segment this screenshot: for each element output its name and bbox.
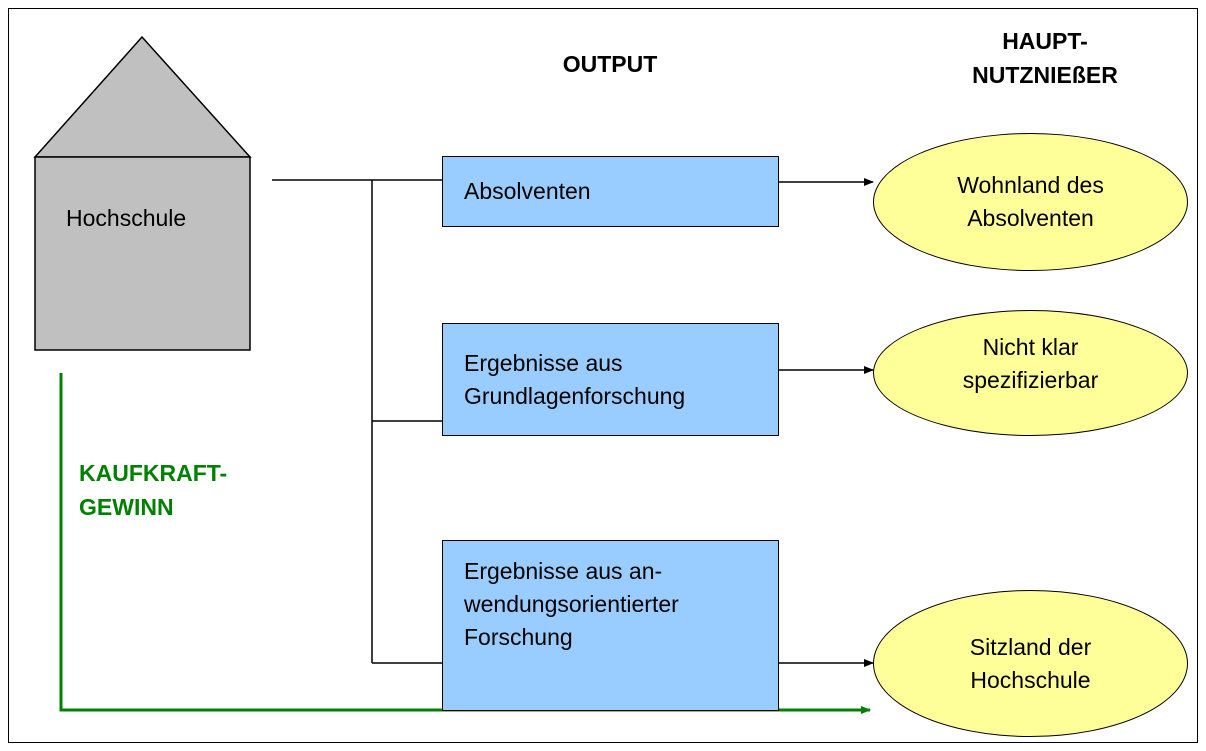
ellipse-line: Wohnland des	[957, 172, 1104, 198]
kaufkraft-line2: GEWINN	[79, 494, 174, 520]
output-box-line: Absolventen	[464, 178, 591, 204]
output-box-line: wendungsorientierter	[464, 591, 679, 617]
output-header-text: OUTPUT	[562, 51, 658, 77]
output-box-line: Ergebnisse aus an-	[464, 558, 663, 584]
output-header: OUTPUT	[520, 47, 700, 81]
output-box-line: Ergebnisse aus	[464, 349, 623, 376]
beneficiary-unspecified: Nicht klar spezifizierbar	[873, 310, 1188, 436]
beneficiary-university-country: Sitzland der Hochschule	[873, 590, 1188, 737]
ellipse-line: Hochschule	[970, 666, 1091, 693]
output-box-applied-research: Ergebnisse aus an- wendungsorientierter …	[442, 540, 779, 711]
kaufkraft-line1: KAUFKRAFT-	[79, 460, 228, 486]
ellipse-line: Nicht klar	[982, 334, 1079, 360]
output-box-line: Forschung	[464, 624, 573, 650]
ellipse-line: Absolventen	[967, 205, 1094, 231]
beneficiary-header-line2: NUTZNIEßER	[972, 62, 1118, 88]
house-roof	[33, 35, 252, 158]
output-box-graduates: Absolventen	[442, 156, 779, 227]
output-box-line: Grundlagenforschung	[464, 382, 686, 409]
house-body	[34, 156, 251, 351]
ellipse-line: spezifizierbar	[962, 367, 1099, 393]
ellipse-line: Sitzland der	[969, 633, 1092, 660]
beneficiary-header-line1: HAUPT-	[1002, 28, 1088, 54]
beneficiary-header: HAUPT- NUTZNIEßER	[930, 24, 1160, 92]
kaufkraft-label: KAUFKRAFT- GEWINN	[79, 456, 227, 524]
output-box-basic-research: Ergebnisse aus Grundlagenforschung	[442, 323, 779, 436]
beneficiary-residence-country: Wohnland des Absolventen	[873, 133, 1188, 271]
institution-label: Hochschule	[66, 205, 187, 231]
